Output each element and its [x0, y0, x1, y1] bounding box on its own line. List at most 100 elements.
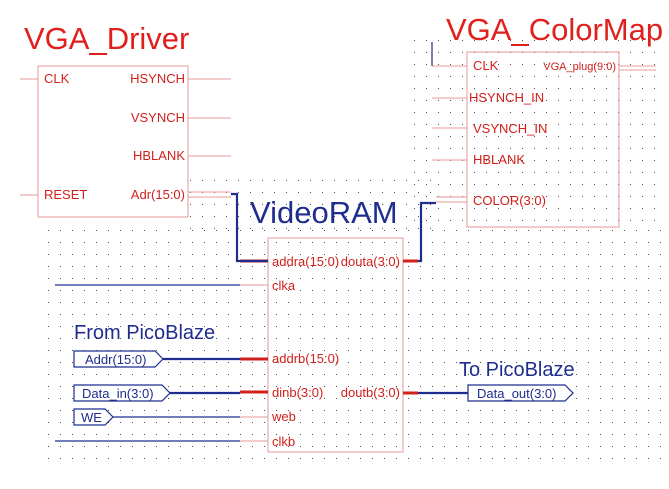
grid-dot	[72, 422, 73, 423]
grid-dot	[594, 220, 595, 221]
grid-dot	[300, 350, 301, 351]
grid-dot	[570, 208, 571, 209]
grid-dot	[108, 242, 109, 243]
grid-dot	[360, 254, 361, 255]
grid-dot	[492, 434, 493, 435]
grid-dot	[132, 410, 133, 411]
grid-dot	[636, 446, 637, 447]
grid-dot	[144, 446, 145, 447]
grid-dot	[642, 208, 643, 209]
data-out-port[interactable]: Data_out(3:0)	[467, 384, 574, 402]
grid-dot	[216, 278, 217, 279]
grid-dot	[636, 458, 637, 459]
grid-dot	[570, 148, 571, 149]
grid-dot	[546, 208, 547, 209]
grid-dot	[204, 374, 205, 375]
grid-dot	[84, 338, 85, 339]
grid-dot	[192, 338, 193, 339]
grid-dot	[600, 350, 601, 351]
grid-dot	[474, 220, 475, 221]
grid-dot	[396, 290, 397, 291]
grid-dot	[204, 362, 205, 363]
grid-dot	[504, 254, 505, 255]
grid-dot	[522, 100, 523, 101]
grid-dot	[84, 230, 85, 231]
grid-dot	[228, 338, 229, 339]
grid-dot	[360, 446, 361, 447]
videoram-block[interactable]: VideoRAM addra(15:0) clka addrb(15:0) di…	[240, 195, 418, 453]
grid-dot	[534, 40, 535, 41]
vga-colormap-block[interactable]: VGA_ColorMap CLK HSYNCH_IN VSYNCH_IN HBL…	[432, 12, 663, 228]
grid-dot	[384, 434, 385, 435]
grid-dot	[558, 112, 559, 113]
grid-dot	[588, 278, 589, 279]
grid-dot	[516, 302, 517, 303]
grid-dot	[486, 136, 487, 137]
grid-dot	[322, 204, 323, 205]
grid-dot	[588, 242, 589, 243]
grid-dot	[408, 374, 409, 375]
grid-dot	[264, 242, 265, 243]
grid-dot	[480, 350, 481, 351]
grid-dot	[582, 148, 583, 149]
grid-dot	[288, 314, 289, 315]
grid-dot	[486, 196, 487, 197]
grid-dot	[414, 196, 415, 197]
grid-dot	[120, 266, 121, 267]
grid-dot	[396, 242, 397, 243]
vga-driver-block[interactable]: VGA_Driver CLK RESET HSYNCH VSYNCH HBLAN…	[20, 21, 231, 218]
grid-dot	[396, 350, 397, 351]
grid-dot	[240, 326, 241, 327]
grid-dot	[474, 76, 475, 77]
grid-dot	[540, 374, 541, 375]
grid-dot	[60, 326, 61, 327]
grid-dot	[522, 112, 523, 113]
grid-dot	[516, 242, 517, 243]
grid-dot	[300, 362, 301, 363]
grid-dot	[636, 410, 637, 411]
grid-dot	[120, 314, 121, 315]
grid-dot	[660, 302, 661, 303]
we-port[interactable]: WE	[73, 408, 114, 426]
grid-dot	[252, 374, 253, 375]
grid-dot	[636, 374, 637, 375]
grid-dot	[132, 422, 133, 423]
grid-dot	[468, 434, 469, 435]
grid-dot	[438, 184, 439, 185]
grid-dot	[522, 220, 523, 221]
grid-dot	[534, 160, 535, 161]
grid-dot	[528, 326, 529, 327]
grid-dot	[492, 362, 493, 363]
grid-dot	[426, 88, 427, 89]
grid-dot	[654, 148, 655, 149]
grid-dot	[312, 326, 313, 327]
grid-dot	[384, 386, 385, 387]
grid-dot	[96, 338, 97, 339]
grid-dot	[444, 338, 445, 339]
grid-dot	[600, 326, 601, 327]
grid-dot	[394, 216, 395, 217]
grid-dot	[492, 446, 493, 447]
addr-port[interactable]: Addr(15:0)	[73, 350, 164, 368]
grid-dot	[334, 204, 335, 205]
grid-dot	[462, 220, 463, 221]
grid-dot	[276, 446, 277, 447]
data-in-port[interactable]: Data_in(3:0)	[73, 384, 171, 402]
grid-dot	[216, 374, 217, 375]
grid-dot	[228, 266, 229, 267]
grid-dot	[414, 136, 415, 137]
grid-dot	[60, 446, 61, 447]
grid-dot	[426, 112, 427, 113]
grid-dot	[552, 362, 553, 363]
grid-dot	[216, 386, 217, 387]
grid-dot	[558, 40, 559, 41]
grid-dot	[324, 362, 325, 363]
grid-dot	[540, 254, 541, 255]
grid-dot	[358, 228, 359, 229]
grid-dot	[250, 180, 251, 181]
grid-dot	[654, 160, 655, 161]
videoram-pin-clka: clka	[272, 278, 296, 293]
grid-dot	[240, 290, 241, 291]
grid-dot	[456, 302, 457, 303]
grid-dot	[516, 410, 517, 411]
